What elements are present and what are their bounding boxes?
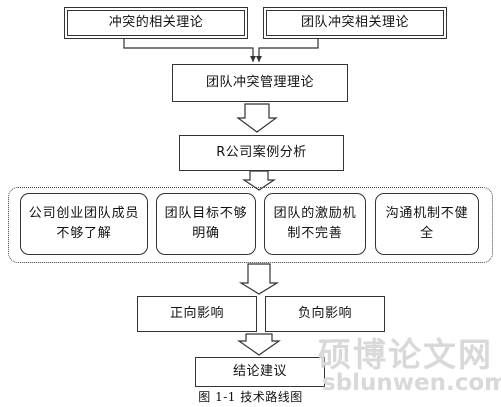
node-case-study: R公司案例分析 [179,135,344,171]
block-arrow-4 [237,333,281,356]
factor-communication: 沟通机制不健全 [375,193,479,255]
factor-group [8,187,493,263]
node-team-conflict-theory: 团队冲突相关理论 [263,7,447,39]
node-conclusion-label: 结论建议 [232,364,287,380]
connector-left [123,39,256,62]
node-conflict-management-theory-label: 团队冲突管理理论 [205,75,314,91]
block-arrow-1 [236,103,278,133]
block-arrow-3 [238,263,280,295]
factor-member-understanding: 公司创业团队成员不够了解 [20,193,148,255]
node-conflict-theory: 冲突的相关理论 [64,7,248,39]
connector-right [256,39,319,62]
factor-team-goal: 团队目标不够明确 [156,193,256,255]
figure-caption: 图 1-1 技术路线图 [198,390,303,404]
node-conflict-management-theory: 团队冲突管理理论 [172,64,348,102]
block-arrow-2 [242,170,276,191]
node-negative-impact: 负向影响 [265,296,385,332]
factor-communication-label: 沟通机制不健全 [385,205,469,241]
factor-incentive: 团队的激励机制不完善 [264,193,366,255]
node-positive-impact: 正向影响 [137,296,257,332]
node-case-study-label: R公司案例分析 [216,145,307,161]
node-conflict-theory-label: 冲突的相关理论 [108,15,204,31]
node-conclusion: 结论建议 [195,357,325,387]
factor-member-understanding-label: 公司创业团队成员不够了解 [28,205,140,241]
node-team-conflict-theory-label: 团队冲突相关理论 [300,15,409,31]
node-positive-impact-label: 正向影响 [169,306,224,322]
node-negative-impact-label: 负向影响 [297,306,352,322]
factor-team-goal-label: 团队目标不够明确 [164,205,248,241]
factor-incentive-label: 团队的激励机制不完善 [273,205,357,241]
